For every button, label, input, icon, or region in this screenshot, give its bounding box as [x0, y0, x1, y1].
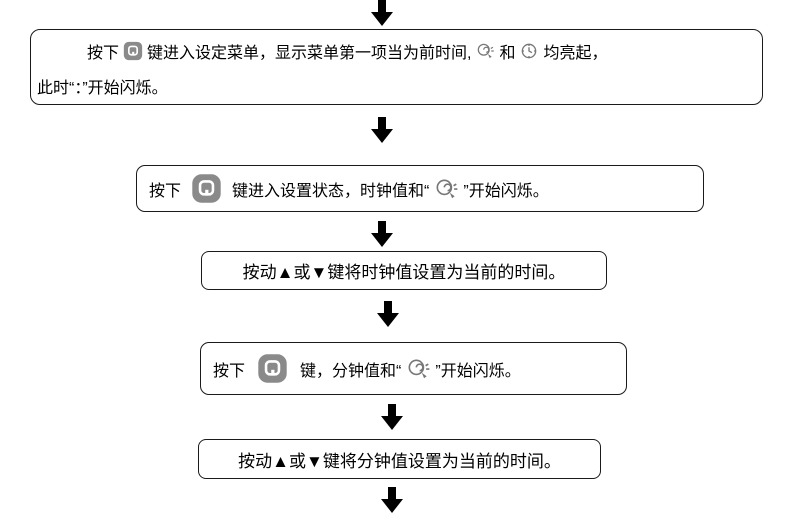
- clock-icon: [519, 41, 539, 61]
- alarm-icon: [405, 356, 431, 382]
- alarm-icon: [475, 41, 495, 61]
- alarm-icon: [433, 176, 459, 202]
- flow-step-3-box: 按动▲或▼键将时钟值设置为当前的时间。: [201, 251, 607, 290]
- step1-text-line2: 此时“：”开始闪烁。: [37, 80, 168, 97]
- down-arrow-icon: [377, 301, 399, 327]
- flow-step-2-box: 按下 键进入设置状态，时钟值和“ ”开始闪烁。: [136, 165, 704, 212]
- down-arrow-icon: [371, 117, 393, 143]
- down-arrow-icon: [371, 221, 393, 247]
- step4-text-2: 键，分钟值和“: [300, 362, 402, 380]
- menu-key-icon: [191, 173, 222, 204]
- step1-text-2: 键进入设定菜单，显示菜单第一项当为前时间,: [147, 45, 472, 62]
- menu-key-icon: [257, 353, 288, 384]
- step5-text: 按动▲或▼键将分钟值设置为当前的时间。: [238, 451, 561, 471]
- step2-text-2: 键进入设置状态，时钟值和“: [232, 182, 430, 200]
- down-arrow-icon: [381, 487, 403, 513]
- step2-text-3: ”开始闪烁。: [463, 182, 549, 200]
- step1-text-4: 均亮起，: [543, 45, 608, 62]
- flow-step-4-box: 按下 键，分钟值和“ ”开始闪烁。: [200, 342, 627, 395]
- step1-text-1: 按下: [87, 45, 120, 62]
- menu-key-icon: [123, 41, 143, 61]
- step3-text: 按动▲或▼键将时钟值设置为当前的时间。: [242, 263, 566, 282]
- step4-text-3: ”开始闪烁。: [435, 362, 521, 380]
- flow-step-1-box: 按下 键进入设定菜单，显示菜单第一项当为前时间, 和 均亮起， 此时“：”开始闪…: [30, 29, 763, 105]
- down-arrow-icon: [371, 0, 393, 26]
- flow-step-5-box: 按动▲或▼键将分钟值设置为当前的时间。: [198, 439, 601, 479]
- step4-text-1: 按下: [213, 362, 246, 380]
- step1-text-3: 和: [499, 45, 516, 62]
- down-arrow-icon: [381, 404, 403, 430]
- step2-text-1: 按下: [149, 182, 182, 200]
